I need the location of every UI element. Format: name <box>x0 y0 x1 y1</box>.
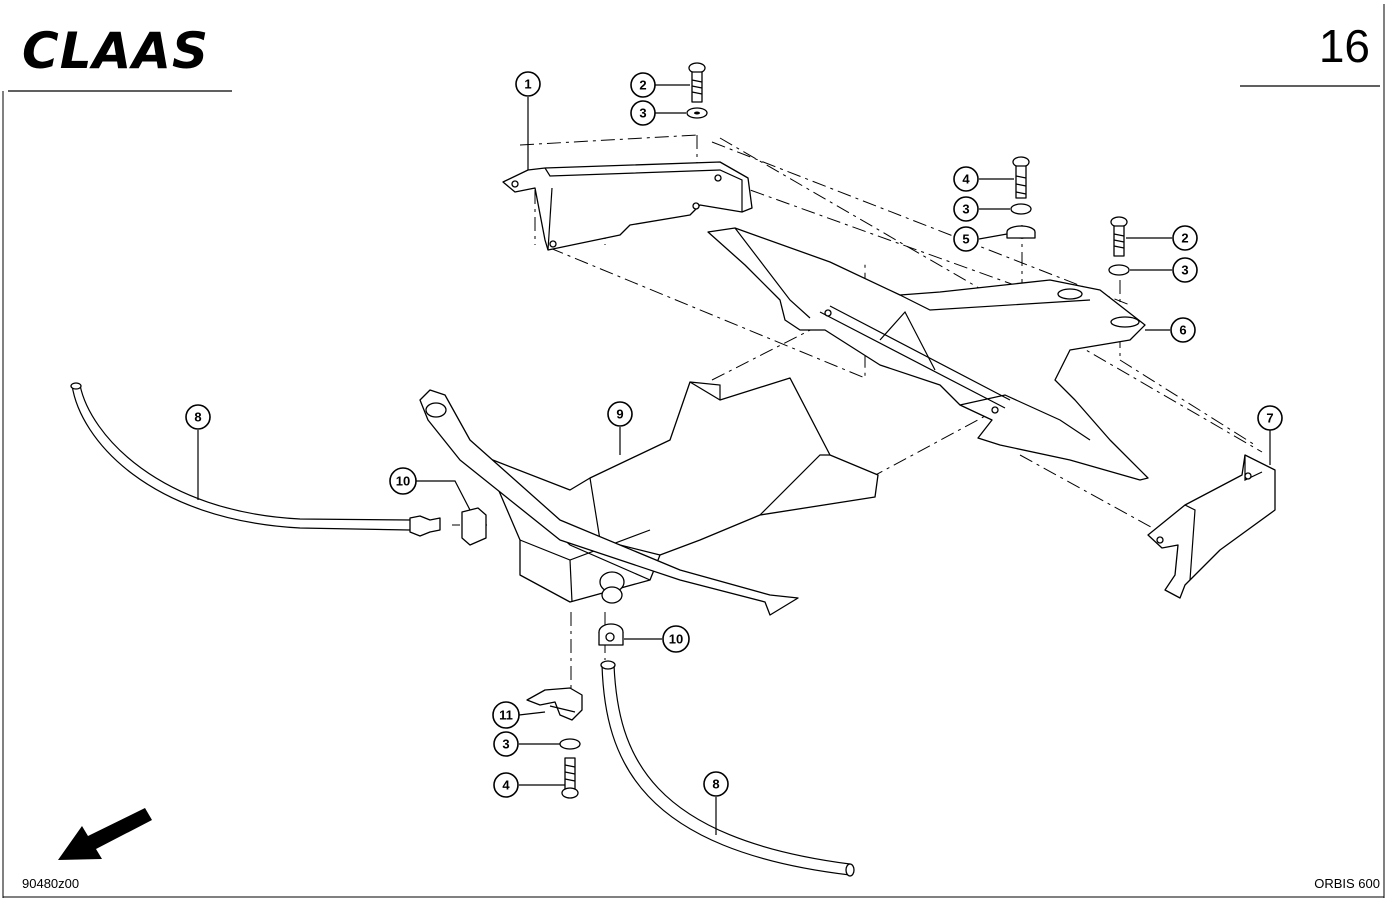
callout-4-bottom-label: 4 <box>502 778 510 793</box>
callout-5: 5 <box>953 226 979 252</box>
part-10-nut-bottom <box>598 623 624 646</box>
washer-part-3-top <box>686 107 708 119</box>
bolt-part-2-top <box>688 62 706 103</box>
model-name: ORBIS 600 <box>1314 876 1380 891</box>
brand-logo-text: CLAAS <box>22 22 209 80</box>
callout-8-left-label: 8 <box>194 410 201 425</box>
callout-4-right-label: 4 <box>962 172 970 187</box>
callout-11: 11 <box>492 701 520 729</box>
callout-10-bottom: 10 <box>662 625 690 653</box>
callout-3-right-b-label: 3 <box>1181 263 1188 278</box>
callout-1-label: 1 <box>524 77 531 92</box>
part-9-housing <box>479 377 879 603</box>
part-8-hose-bottom <box>600 660 855 877</box>
part-6-main-frame <box>707 227 1149 481</box>
callout-3-bottom-label: 3 <box>502 737 509 752</box>
bolt-part-4-bottom <box>561 757 579 799</box>
bolt-part-4-right <box>1012 156 1030 199</box>
washer-part-3-right <box>1010 203 1032 215</box>
callout-10-left: 10 <box>389 467 417 495</box>
callout-11-label: 11 <box>499 708 513 723</box>
bushing-part-5 <box>1006 225 1036 239</box>
callout-2-right: 2 <box>1172 225 1198 251</box>
part-11-clip <box>526 687 583 721</box>
callout-3-right-b: 3 <box>1172 257 1198 283</box>
callout-1: 1 <box>515 71 541 97</box>
washer-part-3-bottom <box>559 738 581 750</box>
part-1-bracket <box>502 161 753 251</box>
bolt-part-2-right <box>1110 216 1128 257</box>
callout-3-right: 3 <box>953 196 979 222</box>
callout-2-top-label: 2 <box>639 78 646 93</box>
brand-logo: CLAAS <box>22 22 209 80</box>
outlet-fitting <box>599 571 625 604</box>
callout-5-label: 5 <box>962 232 969 247</box>
callout-6: 6 <box>1170 317 1196 343</box>
callout-3-top-label: 3 <box>639 106 646 121</box>
callout-9-label: 9 <box>616 407 623 422</box>
callout-7-label: 7 <box>1266 411 1273 426</box>
callout-2-right-label: 2 <box>1181 231 1188 246</box>
callout-4-right: 4 <box>953 166 979 192</box>
part-7-side-bracket <box>1147 454 1276 599</box>
callout-3-right-label: 3 <box>962 202 969 217</box>
washer-part-3-right-b <box>1108 264 1130 276</box>
direction-arrow-icon <box>58 808 152 860</box>
drawing-number: 90480z00 <box>22 876 79 891</box>
part-8-hose-left <box>70 382 441 537</box>
tube-frame <box>419 389 799 616</box>
callout-10-left-label: 10 <box>396 474 410 489</box>
callout-6-label: 6 <box>1179 323 1186 338</box>
callout-4-bottom: 4 <box>493 772 519 798</box>
callout-10-bottom-label: 10 <box>669 632 683 647</box>
part-10-nut-left <box>461 507 487 546</box>
leader-lines <box>197 84 1271 835</box>
callout-3-top: 3 <box>630 100 656 126</box>
callout-8-bottom: 8 <box>703 771 729 797</box>
callout-3-bottom: 3 <box>493 731 519 757</box>
callout-8-left: 8 <box>185 404 211 430</box>
callout-9: 9 <box>607 401 633 427</box>
callout-7: 7 <box>1257 405 1283 431</box>
page-number: 16 <box>1319 20 1370 72</box>
callout-2-top: 2 <box>630 72 656 98</box>
callout-8-bottom-label: 8 <box>712 777 719 792</box>
